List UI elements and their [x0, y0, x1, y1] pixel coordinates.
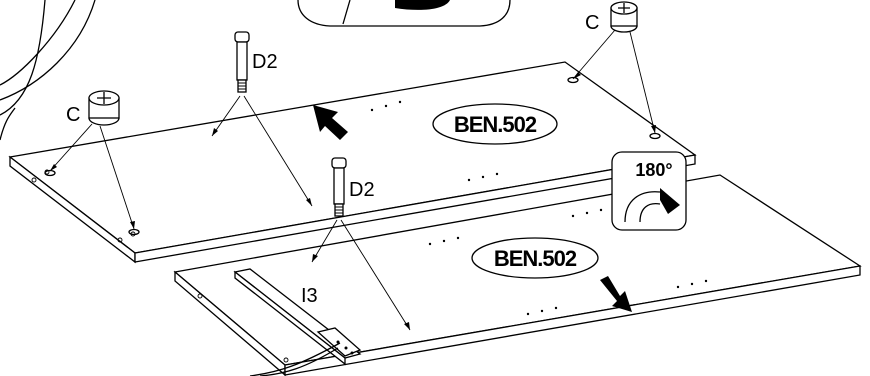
lower-panel-dots — [428, 208, 708, 316]
cam-top-label: C — [585, 12, 599, 34]
dowel-top: D2 — [211, 31, 313, 207]
detail-callout — [297, 0, 511, 27]
cam-left-label: C — [66, 104, 80, 126]
drawer-rail — [233, 268, 362, 366]
dowel-mid-label: D2 — [349, 179, 375, 201]
dowel-mid: D2 — [311, 157, 411, 331]
cam-fitting-top: C — [572, 1, 656, 134]
upper-arrow-icon — [313, 105, 348, 140]
lower-panel-label: BEN.502 — [471, 237, 599, 279]
lower-arrow-icon — [600, 276, 632, 312]
dowel-top-label: D2 — [252, 51, 278, 73]
background-curves — [0, 0, 96, 141]
bottom-leader — [249, 342, 341, 376]
rotation-label: 180° — [635, 160, 672, 180]
upper-panel-dots — [370, 100, 499, 182]
lower-panel-code: BEN.502 — [494, 246, 577, 271]
upper-panel-code: BEN.502 — [454, 112, 537, 137]
cam-fitting-left: C — [49, 90, 135, 230]
rail-label: I3 — [301, 285, 318, 307]
upper-panel-label: BEN.502 — [432, 103, 558, 145]
rotate-180-icon: 180° — [611, 151, 687, 231]
